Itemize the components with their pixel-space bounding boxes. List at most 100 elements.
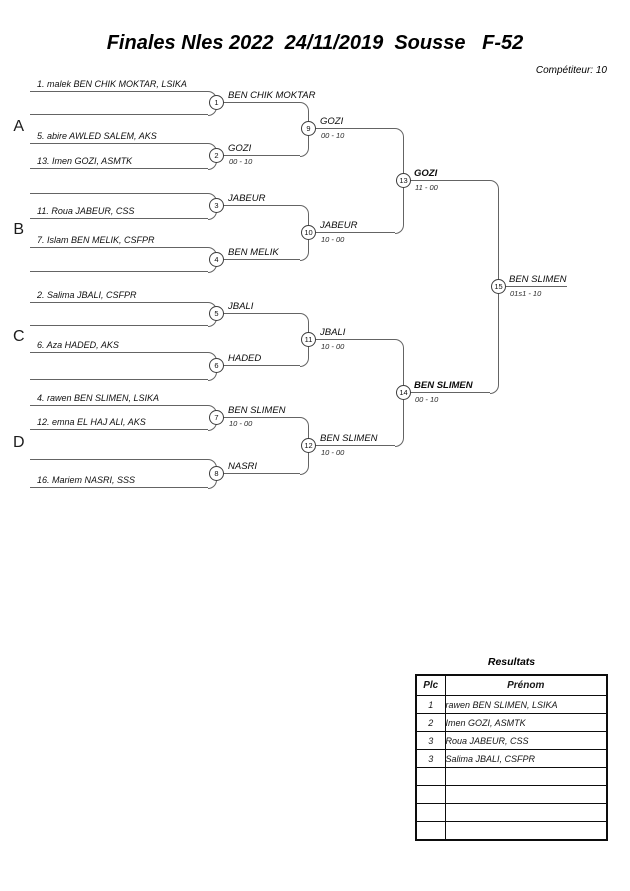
match-circle-15: 15 <box>491 279 506 294</box>
bracket-line <box>223 205 300 206</box>
match-circle-13: 13 <box>396 173 411 188</box>
bracket-line <box>223 313 300 314</box>
winner-label: JBALI <box>320 327 346 338</box>
result-row: 3 Roua JABEUR, CSS <box>415 731 608 750</box>
result-plc <box>415 767 446 786</box>
bracket-line <box>315 445 395 446</box>
bracket-line <box>505 286 567 287</box>
match-number: 13 <box>399 176 408 185</box>
bracket-line <box>30 247 208 248</box>
bracket-line <box>315 128 395 129</box>
result-plc: 2 <box>415 713 446 732</box>
bracket-line <box>30 218 208 219</box>
winner-label: BEN SLIMEN <box>228 405 286 416</box>
bracket-line <box>30 379 208 380</box>
winner-label: BEN CHIK MOKTAR <box>228 90 316 101</box>
match-circle-11: 11 <box>301 332 316 347</box>
match-circle-7: 7 <box>209 410 224 425</box>
bracket-line <box>223 417 300 418</box>
winner-label: GOZI <box>414 168 438 179</box>
match-number: 6 <box>214 361 219 370</box>
match-number: 9 <box>306 124 311 133</box>
bracket-line <box>223 102 300 103</box>
player-label: 1. malek BEN CHIK MOKTAR, LSIKA <box>37 79 187 89</box>
match-score: 00 - 10 <box>321 131 345 140</box>
winner-label: JABEUR <box>228 193 266 204</box>
winner-label: BEN SLIMEN <box>320 433 378 444</box>
group-label-a: A <box>13 118 25 135</box>
winner-label: GOZI <box>228 143 252 154</box>
bracket-line <box>30 302 208 303</box>
result-row: 1 rawen BEN SLIMEN, LSIKA <box>415 695 608 714</box>
results-title: Resultats <box>487 656 536 668</box>
bracket-line <box>223 259 300 260</box>
results-header-row: Plc Prénom <box>415 674 608 696</box>
bracket-line <box>30 114 208 115</box>
bracket-line <box>315 232 395 233</box>
player-label: 2. Salima JBALI, CSFPR <box>37 290 137 300</box>
player-label: 6. Aza HADED, AKS <box>37 340 119 350</box>
player-label: 12. emna EL HAJ ALI, AKS <box>37 417 146 427</box>
group-label-d: D <box>12 434 26 451</box>
bracket-line <box>410 180 490 181</box>
winner-label: JBALI <box>228 301 254 312</box>
match-number: 15 <box>494 282 503 291</box>
result-plc: 1 <box>415 695 446 714</box>
result-plc <box>415 821 446 841</box>
bracket-line <box>30 143 208 144</box>
results-table: Plc Prénom 1 rawen BEN SLIMEN, LSIKA 2 I… <box>415 674 608 841</box>
result-name <box>444 767 608 786</box>
result-name: Imen GOZI, ASMTK <box>444 713 608 732</box>
result-name <box>444 803 608 822</box>
winner-label: BEN MELIK <box>228 247 279 258</box>
page-title: Finales Nles 2022 24/11/2019 Sousse F-52 <box>106 32 524 54</box>
bracket-line <box>30 405 208 406</box>
result-row-empty <box>415 821 608 841</box>
match-circle-10: 10 <box>301 225 316 240</box>
results-header-prenom: Prénom <box>444 674 608 696</box>
result-name <box>444 821 608 841</box>
match-score: 10 - 00 <box>321 235 345 244</box>
match-circle-5: 5 <box>209 306 224 321</box>
match-score: 10 - 00 <box>321 342 345 351</box>
match-number: 5 <box>214 309 219 318</box>
bracket-line <box>30 325 208 326</box>
player-label: 4. rawen BEN SLIMEN, LSIKA <box>37 393 160 403</box>
player-label: 16. Mariem NASRI, SSS <box>37 475 136 485</box>
bracket-line <box>30 271 208 272</box>
match-circle-4: 4 <box>209 252 224 267</box>
result-name: Salima JBALI, CSFPR <box>444 749 608 768</box>
match-number: 3 <box>214 201 219 210</box>
result-plc <box>415 785 446 804</box>
result-plc: 3 <box>415 749 446 768</box>
winner-label: BEN SLIMEN <box>414 380 473 391</box>
result-plc: 3 <box>415 731 446 750</box>
match-score: 10 - 00 <box>229 419 253 428</box>
match-circle-12: 12 <box>301 438 316 453</box>
bracket-line <box>223 155 300 156</box>
player-label: 5. abire AWLED SALEM, AKS <box>37 131 157 141</box>
group-label-b: B <box>13 221 25 238</box>
match-circle-14: 14 <box>396 385 411 400</box>
match-score: 00 - 10 <box>415 395 439 404</box>
result-row-empty <box>415 767 608 786</box>
winner-label: BEN SLIMEN <box>509 274 567 285</box>
bracket-line <box>30 429 208 430</box>
match-number: 10 <box>304 228 313 237</box>
match-number: 8 <box>214 469 219 478</box>
result-row-empty <box>415 803 608 822</box>
match-circle-9: 9 <box>301 121 316 136</box>
bracket-line <box>30 91 208 92</box>
match-score: 11 - 00 <box>415 183 438 192</box>
match-circle-8: 8 <box>209 466 224 481</box>
result-plc <box>415 803 446 822</box>
match-number: 14 <box>399 388 408 397</box>
group-label-c: C <box>12 328 26 345</box>
match-score: 00 - 10 <box>229 157 253 166</box>
bracket-line <box>410 392 490 393</box>
match-score: 01s1 - 10 <box>510 289 542 298</box>
winner-label: GOZI <box>320 116 344 127</box>
bracket-line <box>223 365 300 366</box>
result-name: Roua JABEUR, CSS <box>444 731 608 750</box>
player-label: 7. Islam BEN MELIK, CSFPR <box>37 235 155 245</box>
